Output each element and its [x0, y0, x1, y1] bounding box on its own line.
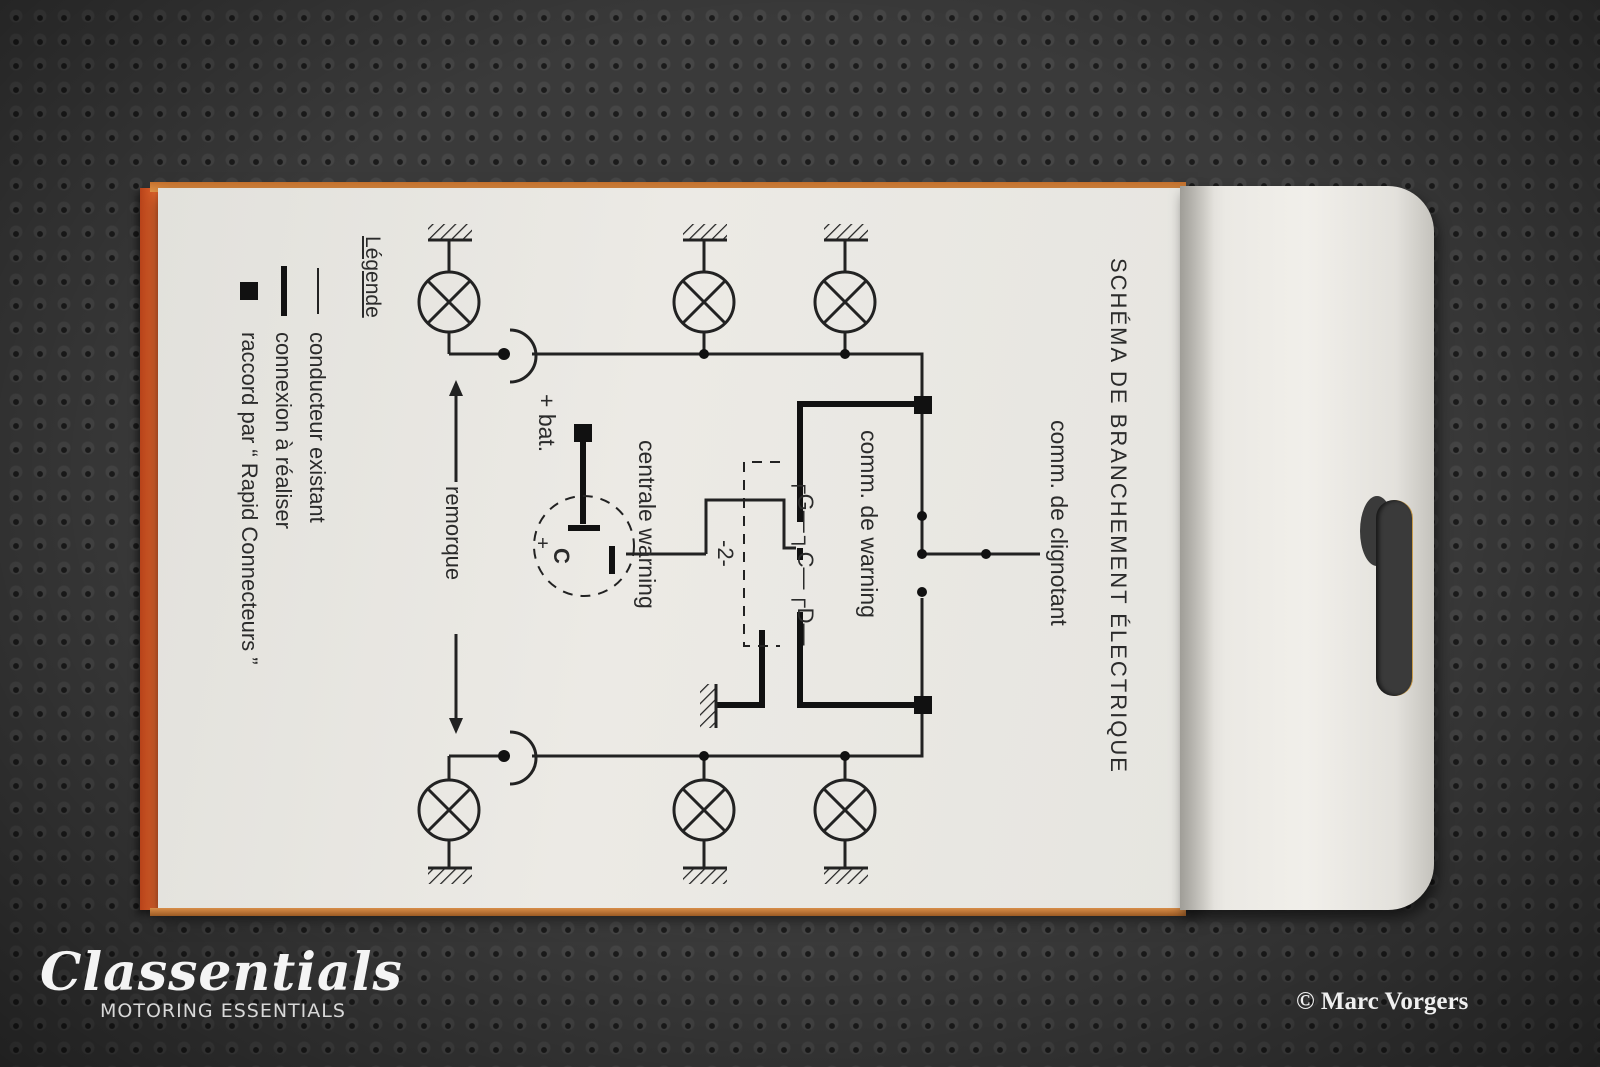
terminal-2-label: -2- [713, 540, 738, 567]
legend-symbols [281, 266, 319, 316]
label-remorque: remorque [441, 486, 466, 581]
ground-symbols [428, 224, 868, 884]
box-bottom-edge [150, 908, 1186, 916]
lamp-icon [813, 778, 877, 842]
hang-hole [1376, 500, 1412, 696]
legend-item: connexion à réaliser [271, 332, 296, 529]
brand-logo: Classentials [40, 942, 403, 1003]
remorque-arrows [449, 380, 463, 734]
terminal-d-label: ┌D— [793, 592, 818, 646]
centrale-c-label: C [549, 548, 574, 564]
lamps [417, 270, 877, 842]
copyright-watermark: © Marc Vorgers [1296, 988, 1469, 1015]
new-connections [568, 401, 922, 708]
brand-tagline: MOTORING ESSENTIALS [100, 1000, 346, 1022]
legend-square-icon [240, 282, 258, 300]
label-centrale: centrale warning [634, 440, 660, 609]
legend-heading: Légende [361, 236, 384, 318]
junctions [240, 282, 991, 762]
circuit-wires [447, 240, 1040, 868]
terminal-c-label: ┐C— [793, 536, 818, 590]
legend-item: raccord par “ Rapid Connecteurs ” [237, 332, 262, 665]
lamp-icon [417, 270, 481, 334]
lamp-icon [672, 270, 736, 334]
centrale-box [533, 461, 780, 647]
label-warning: comm. de warning [856, 430, 882, 618]
box-face [158, 188, 1198, 910]
lamp-icon [672, 778, 736, 842]
terminal-g-label: ┌G— [793, 478, 818, 533]
label-battery: + bat. [534, 394, 560, 453]
lamp-icon [417, 778, 481, 842]
legend-item: conducteur existant [305, 332, 330, 523]
lamp-icon [813, 270, 877, 334]
box-top-edge [150, 182, 1186, 192]
label-clignotant: comm. de clignotant [1046, 420, 1072, 626]
centrale-plus-label: + [537, 533, 549, 555]
diagram-title: SCHÉMA DE BRANCHEMENT ÉLECTRIQUE [1106, 258, 1131, 774]
flap-crease [1180, 186, 1214, 910]
